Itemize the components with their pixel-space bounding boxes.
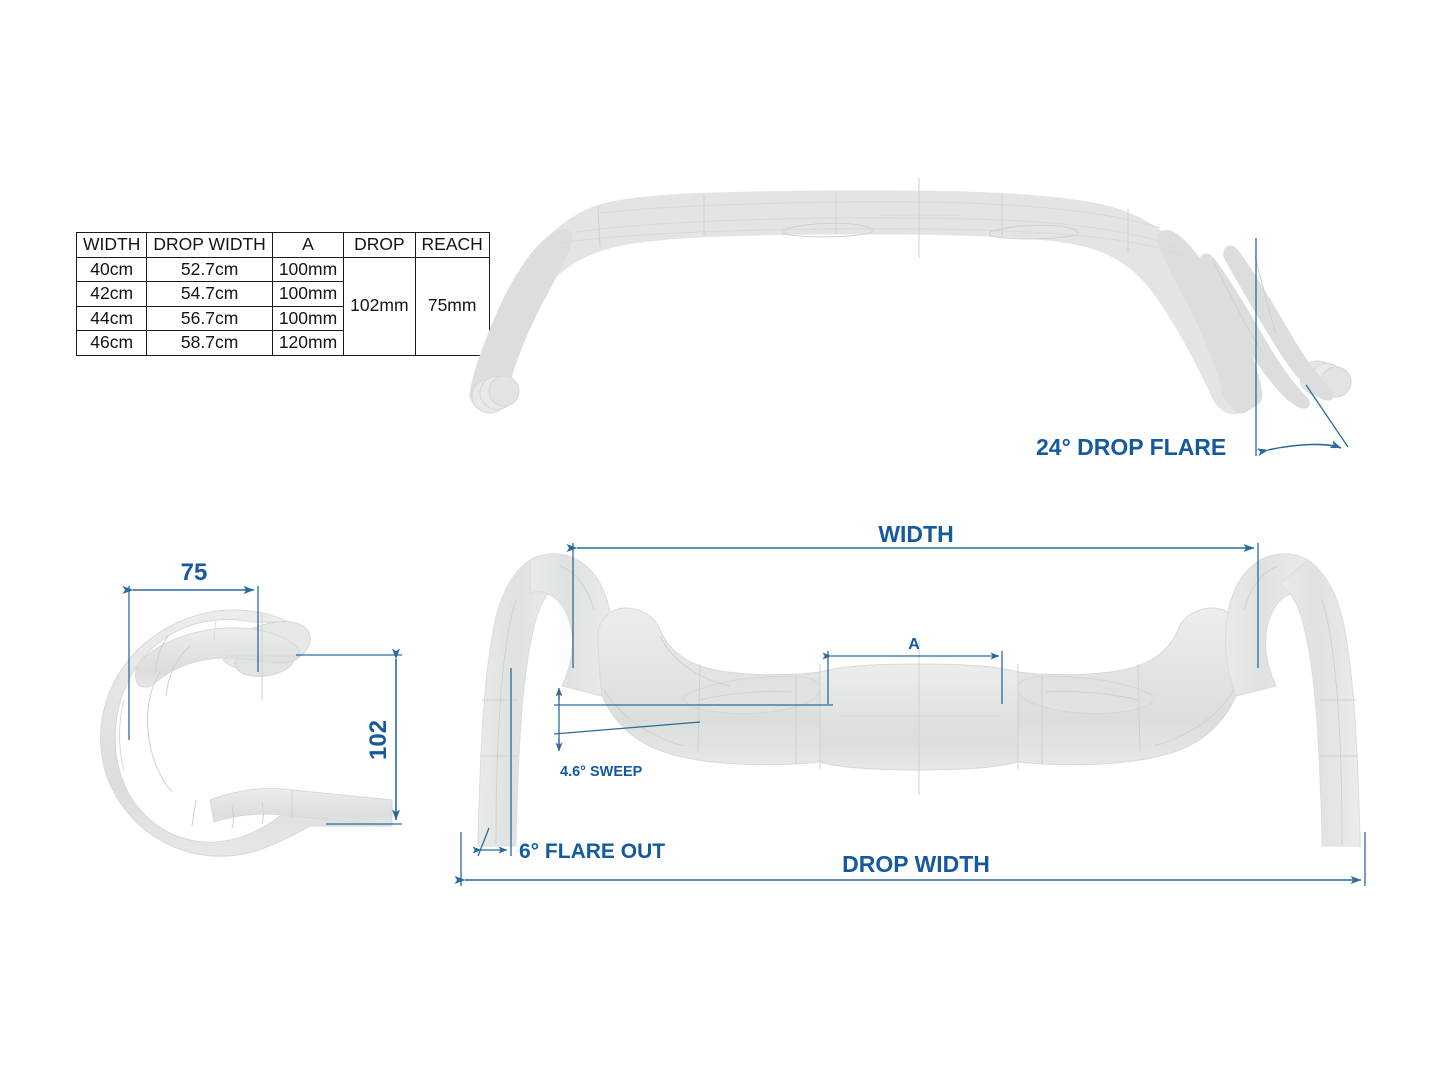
flare-out-label: 6° FLARE OUT	[519, 840, 665, 863]
cell-reach: 75mm	[414, 256, 490, 356]
width-label: WIDTH	[878, 521, 953, 547]
reach-value: 75	[181, 559, 208, 586]
flare-out-annotation: 6° FLARE OUT	[472, 668, 665, 863]
width-dimension: WIDTH	[566, 521, 1259, 668]
sweep-label: 4.6° SWEEP	[560, 764, 643, 780]
front-view-handlebar	[469, 178, 1352, 415]
top-view-handlebar	[477, 553, 1361, 847]
table-header-row: WIDTH DROP WIDTH A DROP REACH	[75, 232, 490, 258]
cell-drop-width: 58.7cm	[146, 330, 273, 356]
cell-a: 100mm	[271, 281, 345, 307]
a-label: A	[908, 636, 920, 653]
table-row: 42cm 54.7cm 100mm	[75, 281, 490, 307]
cell-a: 100mm	[271, 305, 345, 332]
drop-width-dimension: DROP WIDTH	[454, 832, 1366, 886]
cell-a: 120mm	[271, 330, 345, 356]
drop-flare-annotation: 24° DROP FLARE	[1036, 238, 1349, 460]
table-row: 40cm 52.7cm 100mm 102mm 75mm	[75, 256, 490, 356]
drop-value: 102	[365, 720, 392, 760]
cell-drop-width: 52.7cm	[146, 256, 273, 283]
col-header-width: WIDTH	[75, 232, 148, 258]
sweep-annotation: 4.6° SWEEP	[553, 687, 833, 780]
cell-drop-width: 56.7cm	[146, 305, 273, 332]
table-row: 46cm 58.7cm 120mm	[75, 330, 490, 356]
cell-width: 40cm	[75, 256, 148, 283]
col-header-reach: REACH	[414, 232, 490, 258]
cell-drop-width: 54.7cm	[146, 281, 273, 307]
cell-width: 46cm	[75, 330, 148, 356]
drop-dimension: 102	[296, 648, 402, 825]
handlebar-size-table: WIDTH DROP WIDTH A DROP REACH 40cm 52.7c…	[75, 232, 490, 356]
col-header-drop: DROP	[343, 232, 416, 258]
reach-dimension: 75	[122, 559, 259, 740]
drop-width-label: DROP WIDTH	[842, 851, 990, 877]
cell-drop: 102mm	[343, 256, 416, 356]
drop-flare-label: 24° DROP FLARE	[1036, 434, 1226, 460]
cell-width: 42cm	[75, 281, 148, 307]
side-view-handlebar	[100, 609, 393, 857]
cell-a: 100mm	[271, 256, 345, 283]
a-dimension: A	[822, 636, 1003, 704]
